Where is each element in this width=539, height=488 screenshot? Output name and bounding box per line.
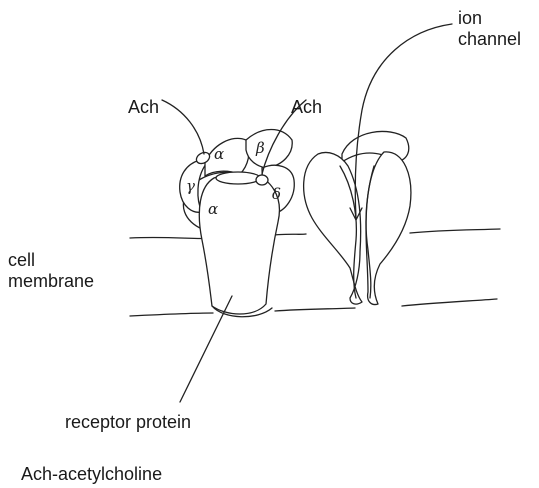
beta-label: β	[255, 139, 265, 157]
legend-text: Ach-acetylcholine	[21, 464, 162, 485]
cell-membrane-label: cell membrane	[8, 250, 94, 292]
receptor-protein-label: receptor protein	[65, 412, 191, 433]
alpha-top-subunit	[205, 138, 249, 176]
ach-right-label: Ach	[291, 97, 322, 118]
membrane-bottom-line	[130, 299, 497, 316]
ach-left-label: Ach	[128, 97, 159, 118]
delta-label: δ	[272, 185, 281, 203]
beta-subunit	[246, 130, 292, 169]
alpha-front-subunit	[199, 173, 279, 314]
ach-binding-site-right	[256, 175, 268, 185]
alpha-top-opening	[216, 172, 260, 184]
receptor-protein-pointer	[180, 296, 232, 402]
ion-channel-right-half	[366, 152, 411, 305]
ach-left-pointer	[162, 100, 204, 154]
alpha-front-label: α	[208, 200, 218, 218]
gamma-label: γ	[186, 177, 195, 195]
ion-channel-label: ion channel	[458, 8, 521, 50]
membrane-top-line	[130, 229, 500, 239]
alpha-top-label: α	[214, 145, 224, 163]
